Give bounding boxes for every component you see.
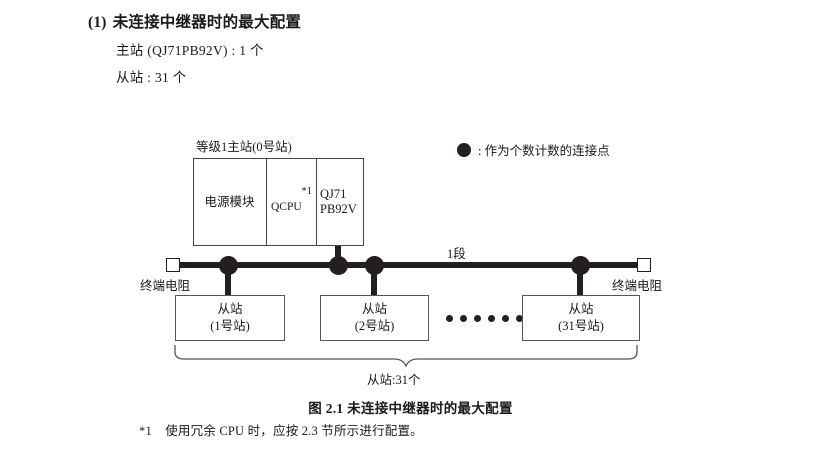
terminator-right-symbol [637, 258, 651, 272]
slave-31-station: (31号站) [558, 319, 604, 333]
heading-title: 未连接中继器时的最大配置 [112, 14, 302, 31]
legend: : 作为个数计数的连接点 [457, 140, 610, 159]
footnote-text: 使用冗余 CPU 时，应按 2.3 节所示进行配置。 [165, 424, 423, 438]
figure-caption: 图 2.1 未连接中继器时的最大配置 [308, 401, 513, 416]
slave-station-31: 从站 (31号站) [522, 295, 640, 341]
section-heading: (1) 未连接中继器时的最大配置 主站 (QJ71PB92V) : 1 个 从站… [88, 10, 568, 86]
slave-ellipsis [446, 315, 523, 322]
segment-label: 1段 [447, 247, 466, 261]
bus-trunk-line [178, 262, 639, 268]
slave-2-station: (2号站) [354, 319, 395, 333]
footnote-marker: *1 [139, 424, 152, 438]
module-divider-2 [316, 158, 318, 246]
heading-title-row: (1) 未连接中继器时的最大配置 [88, 10, 568, 32]
drop-line-slave1 [225, 266, 231, 295]
qcpu-footnote-marker: *1 [301, 186, 313, 197]
power-supply-module: 电源模块 [204, 194, 255, 209]
slave-count-brace [174, 345, 638, 368]
master-module-assembly [193, 158, 364, 246]
terminator-left-symbol [166, 258, 180, 272]
slave-2-name: 从站 [361, 302, 387, 317]
slave-1-station: (1号站) [210, 319, 250, 333]
terminator-right-label: 终端电阻 [612, 279, 663, 293]
connection-dot-slave1 [219, 256, 238, 275]
drop-line-slave2 [371, 266, 377, 295]
connection-dot-master [329, 256, 348, 275]
connection-dot-slave31 [571, 256, 590, 275]
connection-dot-slave2 [365, 256, 384, 275]
heading-line-slave: 从站 : 31 个 [116, 70, 187, 85]
slave-1-name: 从站 [217, 302, 243, 317]
qcpu-module: QCPU *1 [266, 158, 316, 246]
legend-text: : 作为个数计数的连接点 [478, 144, 610, 158]
heading-line-master: 主站 (QJ71PB92V) : 1 个 [116, 43, 264, 58]
slave-count-label: 从站:31个 [367, 373, 421, 387]
slave-station-2: 从站 (2号站) [320, 295, 429, 341]
slave-station-1: 从站 (1号站) [175, 295, 285, 341]
qj71pb92v-line1: QJ71 [320, 187, 347, 202]
filled-circle-icon [457, 142, 471, 157]
heading-number: (1) [88, 14, 107, 31]
master-group-label: 等级1主站(0号站) [196, 140, 292, 154]
qj71pb92v-line2: PB92V [320, 202, 357, 216]
qcpu-label: QCPU [271, 201, 302, 213]
drop-line-slave31 [577, 266, 583, 295]
terminator-left-label: 终端电阻 [140, 279, 191, 293]
footnote: *1 使用冗余 CPU 时，应按 2.3 节所示进行配置。 [139, 420, 423, 439]
qj71pb92v-module: QJ71 PB92V [316, 158, 364, 246]
slave-31-name: 从站 [568, 302, 594, 317]
module-divider-1 [266, 158, 268, 246]
